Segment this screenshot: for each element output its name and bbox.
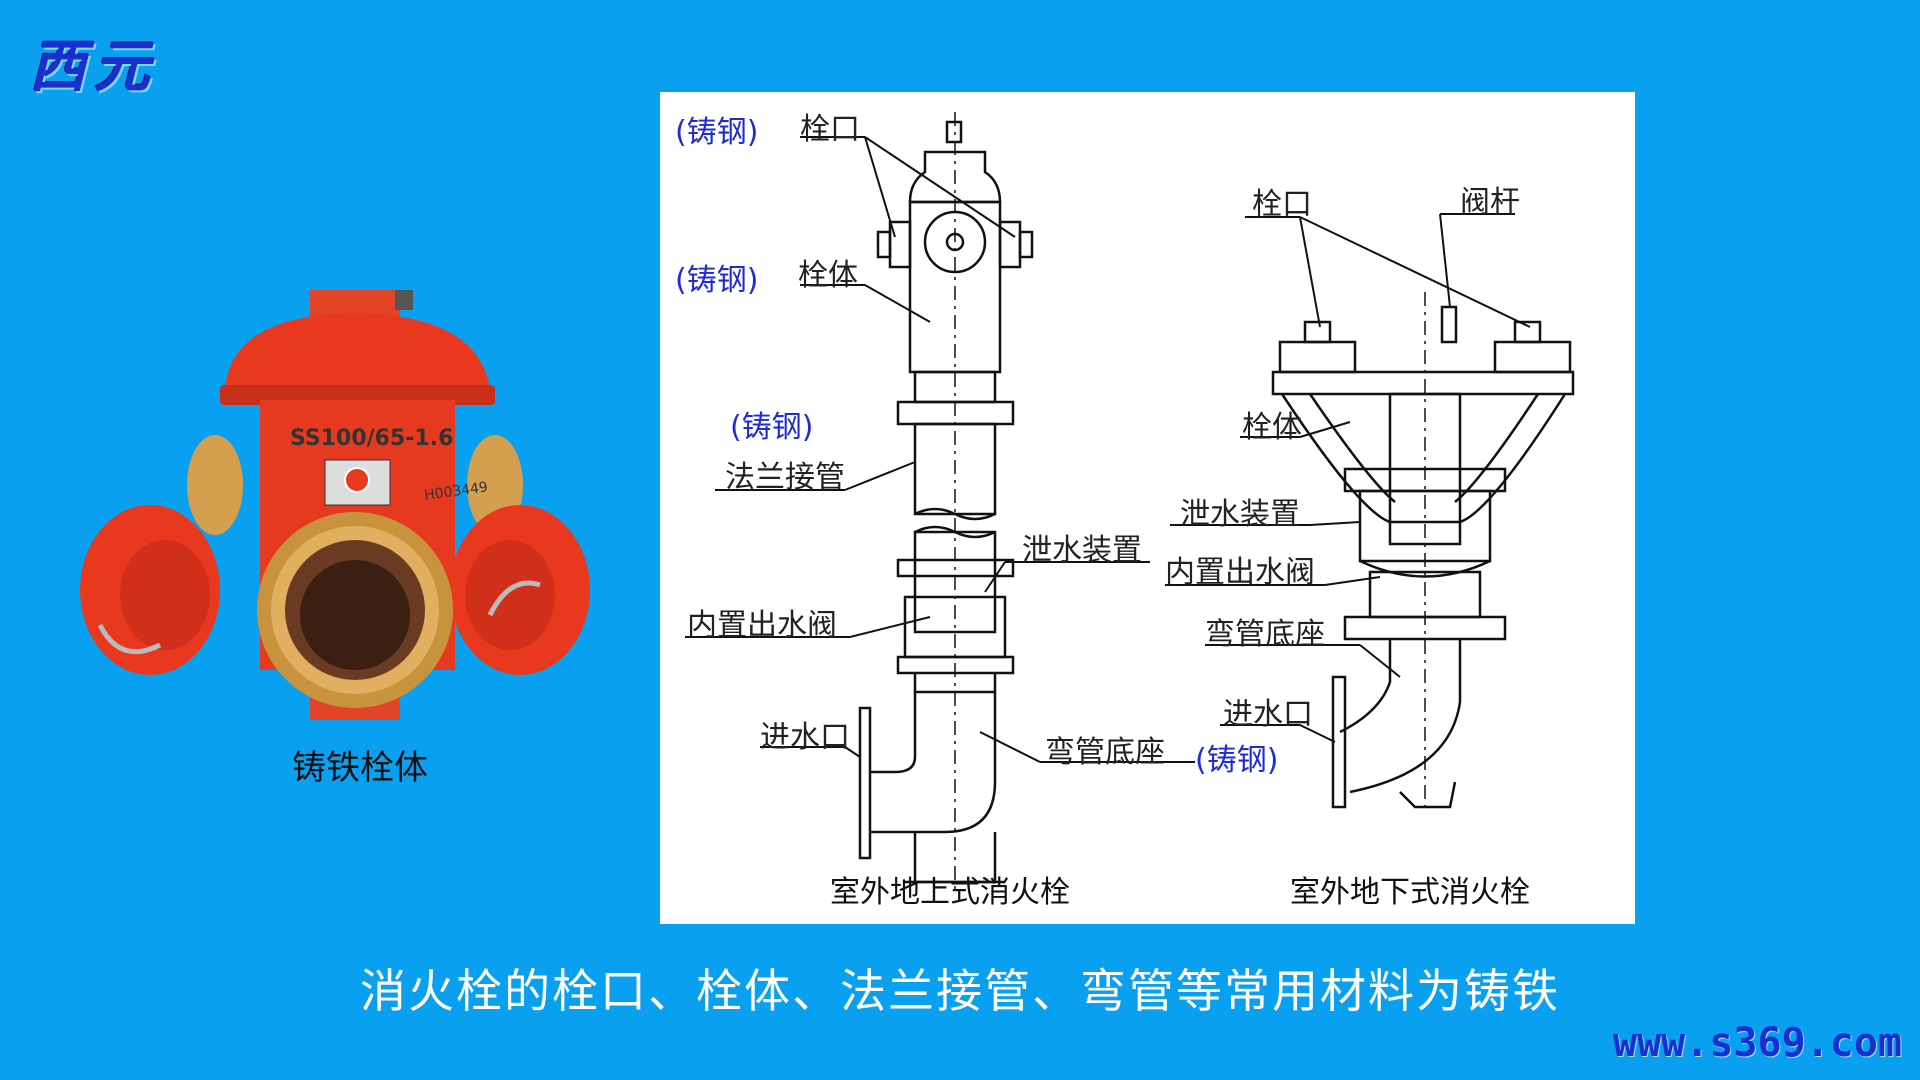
photo-caption: 铸铁栓体 — [292, 748, 428, 788]
slide-subtitle: 消火栓的栓口、栓体、法兰接管、弯管等常用材料为铸铁 — [360, 964, 1560, 1018]
hydrant-photo: SS100/65-1.6 H003449 — [80, 285, 600, 735]
marking-top: SS100/65-1.6 — [290, 426, 453, 451]
label-material-elbow: (铸钢) — [1195, 743, 1279, 778]
label-elbow-right: 弯管底座 — [1205, 617, 1325, 652]
label-valve-right: 内置出水阀 — [1165, 555, 1315, 590]
label-material-outlet: (铸钢) — [675, 115, 759, 150]
brand-logo: 西元 — [30, 34, 158, 100]
website-url: www.s369.com — [1613, 1020, 1902, 1066]
label-elbow-left: 弯管底座 — [1045, 735, 1165, 770]
label-flange-pipe: 法兰接管 — [725, 460, 845, 495]
label-material-body: (铸钢) — [675, 263, 759, 298]
caption-above-ground: 室外地上式消火栓 — [830, 875, 1070, 910]
hydrant-diagram — [685, 112, 1575, 892]
label-drain-right: 泄水装置 — [1180, 497, 1300, 532]
label-valve-left: 内置出水阀 — [687, 608, 837, 643]
label-outlet-right: 栓口 — [1252, 187, 1312, 222]
label-outlet-left: 栓口 — [800, 112, 860, 147]
caption-underground: 室外地下式消火栓 — [1290, 875, 1530, 910]
label-body-right: 栓体 — [1242, 410, 1302, 445]
diagram-panel: (铸钢) 栓口 (铸钢) 栓体 (铸钢) 法兰接管 泄水装置 内置出水阀 进水口… — [660, 92, 1635, 924]
label-inlet-right: 进水口 — [1223, 697, 1313, 732]
label-stem: 阀杆 — [1460, 185, 1520, 220]
label-drain-left: 泄水装置 — [1022, 533, 1142, 568]
label-body-left: 栓体 — [798, 258, 858, 293]
label-material-flange: (铸钢) — [730, 410, 814, 445]
label-inlet-left: 进水口 — [760, 720, 850, 755]
